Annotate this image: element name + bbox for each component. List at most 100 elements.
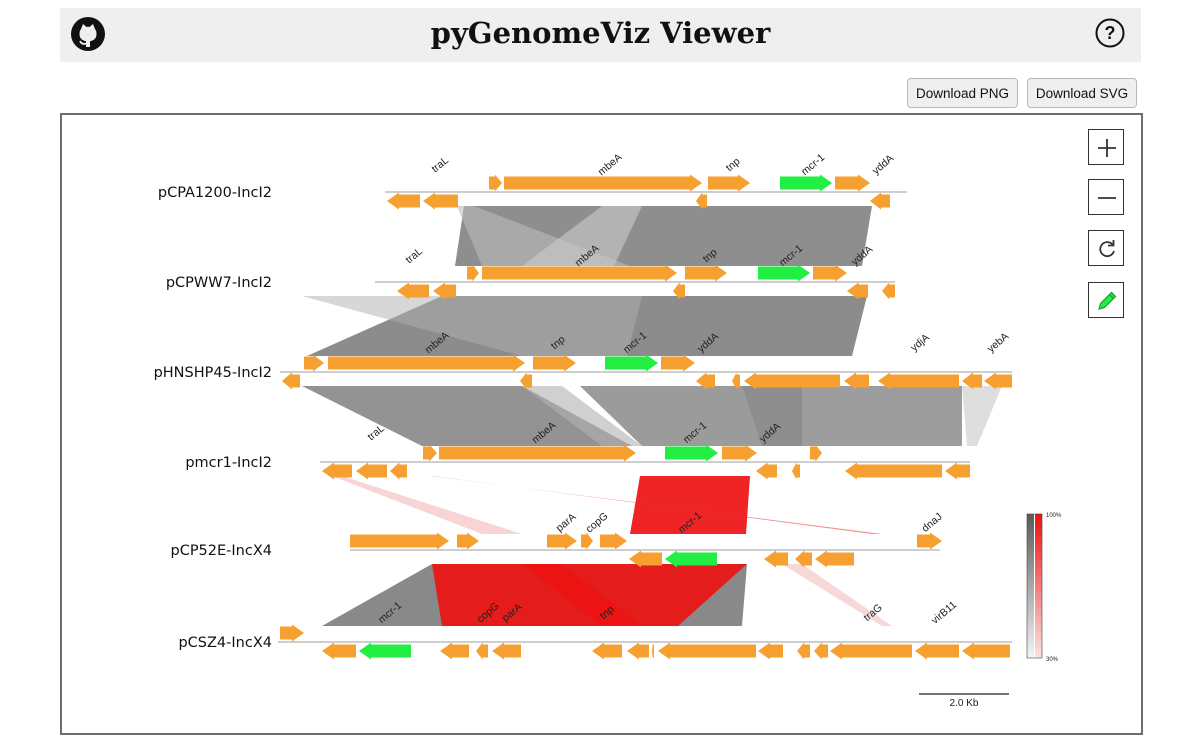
gene-feature[interactable] bbox=[467, 264, 479, 282]
gene-feature[interactable] bbox=[835, 174, 870, 192]
gene-feature[interactable] bbox=[758, 642, 783, 660]
gene-feature[interactable] bbox=[423, 444, 437, 462]
gene-feature[interactable] bbox=[482, 264, 677, 282]
gene-feature[interactable] bbox=[830, 642, 912, 660]
download-svg-button[interactable]: Download SVG bbox=[1027, 78, 1137, 108]
colorbar-min-label: 30% bbox=[1046, 657, 1059, 663]
gene-feature[interactable] bbox=[878, 372, 959, 390]
alignment-link[interactable] bbox=[430, 476, 882, 534]
highlighted-gene[interactable] bbox=[665, 550, 717, 568]
gene-feature[interactable] bbox=[592, 642, 622, 660]
gene-feature[interactable] bbox=[792, 462, 800, 480]
gene-feature[interactable] bbox=[813, 264, 847, 282]
gene-feature[interactable] bbox=[744, 372, 840, 390]
highlighted-gene[interactable] bbox=[605, 354, 658, 372]
gene-feature[interactable] bbox=[795, 550, 812, 568]
gene-feature[interactable] bbox=[673, 282, 685, 300]
link-layer bbox=[302, 206, 1002, 626]
gene-feature[interactable] bbox=[652, 642, 654, 660]
gene-feature[interactable] bbox=[356, 462, 387, 480]
alignment-link[interactable] bbox=[522, 386, 642, 446]
alignment-link[interactable] bbox=[302, 296, 642, 356]
gene-feature[interactable] bbox=[476, 642, 488, 660]
gene-feature[interactable] bbox=[581, 532, 593, 550]
gene-feature[interactable] bbox=[882, 282, 895, 300]
alignment-link[interactable] bbox=[630, 476, 750, 534]
gene-feature[interactable] bbox=[600, 532, 627, 550]
highlighted-gene[interactable] bbox=[359, 642, 411, 660]
alignment-link[interactable] bbox=[522, 564, 642, 626]
gene-label: copG bbox=[584, 510, 611, 535]
gene-feature[interactable] bbox=[945, 462, 970, 480]
reset-view-button[interactable] bbox=[1088, 230, 1124, 266]
highlighted-gene[interactable] bbox=[758, 264, 810, 282]
gene-feature[interactable] bbox=[492, 642, 521, 660]
gene-feature[interactable] bbox=[387, 192, 420, 210]
gene-feature[interactable] bbox=[685, 264, 727, 282]
gene-feature[interactable] bbox=[322, 462, 352, 480]
gene-feature[interactable] bbox=[810, 444, 822, 462]
alignment-link[interactable] bbox=[522, 206, 642, 266]
alignment-link[interactable] bbox=[332, 476, 522, 534]
gene-feature[interactable] bbox=[390, 462, 407, 480]
gene-label: mcr-1 bbox=[799, 151, 827, 178]
gene-feature[interactable] bbox=[870, 192, 890, 210]
gene-feature[interactable] bbox=[962, 372, 982, 390]
gene-feature[interactable] bbox=[547, 532, 577, 550]
gene-feature[interactable] bbox=[457, 532, 479, 550]
download-png-button[interactable]: Download PNG bbox=[907, 78, 1018, 108]
gene-feature[interactable] bbox=[845, 462, 942, 480]
gene-feature[interactable] bbox=[661, 354, 695, 372]
highlighted-gene[interactable] bbox=[665, 444, 718, 462]
gene-feature[interactable] bbox=[764, 550, 788, 568]
gene-feature[interactable] bbox=[962, 642, 1010, 660]
gene-feature[interactable] bbox=[722, 444, 757, 462]
gene-feature[interactable] bbox=[280, 624, 304, 642]
gene-feature[interactable] bbox=[350, 532, 449, 550]
gene-feature[interactable] bbox=[696, 192, 707, 210]
gene-feature[interactable] bbox=[984, 372, 1012, 390]
edit-button[interactable] bbox=[1088, 282, 1124, 318]
highlighted-gene[interactable] bbox=[780, 174, 832, 192]
alignment-link[interactable] bbox=[782, 564, 892, 626]
page-title: pyGenomeViz Viewer bbox=[430, 16, 771, 50]
gene-feature[interactable] bbox=[915, 642, 959, 660]
gene-feature[interactable] bbox=[489, 174, 502, 192]
plus-icon bbox=[1098, 139, 1116, 157]
gene-feature[interactable] bbox=[304, 354, 324, 372]
gene-feature[interactable] bbox=[917, 532, 942, 550]
gene-feature[interactable] bbox=[520, 372, 532, 390]
gene-feature[interactable] bbox=[756, 462, 777, 480]
gene-label: yddA bbox=[870, 152, 896, 177]
gene-feature[interactable] bbox=[504, 174, 702, 192]
gene-feature[interactable] bbox=[658, 642, 756, 660]
gene-feature[interactable] bbox=[797, 642, 810, 660]
zoom-out-button[interactable] bbox=[1088, 179, 1124, 215]
gene-feature[interactable] bbox=[328, 354, 525, 372]
alignment-link[interactable] bbox=[962, 386, 1002, 446]
gene-feature[interactable] bbox=[732, 372, 740, 390]
github-icon[interactable] bbox=[70, 16, 106, 52]
gene-feature[interactable] bbox=[627, 642, 649, 660]
gene-feature[interactable] bbox=[815, 550, 854, 568]
alignment-link[interactable] bbox=[742, 386, 962, 446]
gene-feature[interactable] bbox=[282, 372, 300, 390]
gene-feature[interactable] bbox=[708, 174, 750, 192]
gene-feature[interactable] bbox=[440, 642, 469, 660]
gene-feature[interactable] bbox=[844, 372, 869, 390]
zoom-in-button[interactable] bbox=[1088, 129, 1124, 165]
help-circle-icon[interactable]: ? bbox=[1095, 18, 1125, 48]
gene-feature[interactable] bbox=[423, 192, 458, 210]
gene-feature[interactable] bbox=[847, 282, 868, 300]
gene-feature[interactable] bbox=[533, 354, 576, 372]
gene-feature[interactable] bbox=[322, 642, 356, 660]
gene-feature[interactable] bbox=[433, 282, 456, 300]
alignment-link[interactable] bbox=[580, 386, 802, 446]
gene-feature[interactable] bbox=[696, 372, 715, 390]
gene-feature[interactable] bbox=[814, 642, 828, 660]
gene-feature[interactable] bbox=[397, 282, 429, 300]
gene-feature[interactable] bbox=[439, 444, 636, 462]
gene-feature[interactable] bbox=[629, 550, 662, 568]
